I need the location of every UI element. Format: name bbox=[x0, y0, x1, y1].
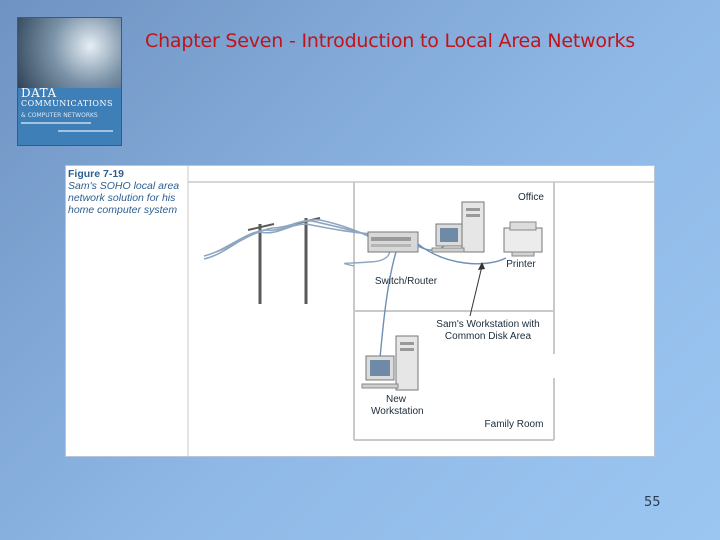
workstation-label: Sam's Workstation with Common Disk Area bbox=[436, 319, 540, 342]
network-diagram bbox=[187, 166, 654, 456]
cover-title-line3: & COMPUTER NETWORKS bbox=[21, 112, 98, 119]
cover-title-line1: DATA bbox=[21, 86, 57, 100]
overhead-wires bbox=[203, 218, 373, 260]
figure-label: Figure 7-19 bbox=[68, 168, 125, 180]
book-cover-image: DATA COMMUNICATIONS & COMPUTER NETWORKS bbox=[17, 17, 122, 146]
slide-number: 55 bbox=[644, 495, 661, 510]
family-room-label: Family Room bbox=[484, 419, 544, 430]
figure-caption: Figure 7-19 Sam's SOHO local area networ… bbox=[68, 168, 186, 216]
printer-label: Printer bbox=[506, 259, 536, 270]
cable-to-printer bbox=[417, 243, 507, 265]
office-computer-icon bbox=[431, 201, 485, 253]
new-workstation-icon bbox=[361, 335, 419, 391]
cover-title-line2: COMMUNICATIONS bbox=[21, 99, 113, 108]
callout-arrowhead bbox=[478, 262, 485, 270]
printer-icon bbox=[503, 221, 543, 257]
cover-rule bbox=[21, 122, 91, 124]
figure-description: Sam's SOHO local area network solution f… bbox=[68, 180, 180, 216]
workstation-callout-line bbox=[469, 265, 483, 317]
switch-router-label: Switch/Router bbox=[374, 276, 438, 287]
network-figure: Figure 7-19 Sam's SOHO local area networ… bbox=[65, 165, 655, 457]
cover-photo bbox=[18, 18, 121, 88]
slide-title: Chapter Seven - Introduction to Local Ar… bbox=[145, 30, 635, 52]
office-label: Office bbox=[518, 192, 544, 203]
switch-router-icon bbox=[367, 231, 419, 253]
utility-pole-icon bbox=[247, 217, 321, 304]
new-workstation-label: New Workstation bbox=[371, 394, 424, 417]
cover-rule bbox=[58, 130, 113, 132]
